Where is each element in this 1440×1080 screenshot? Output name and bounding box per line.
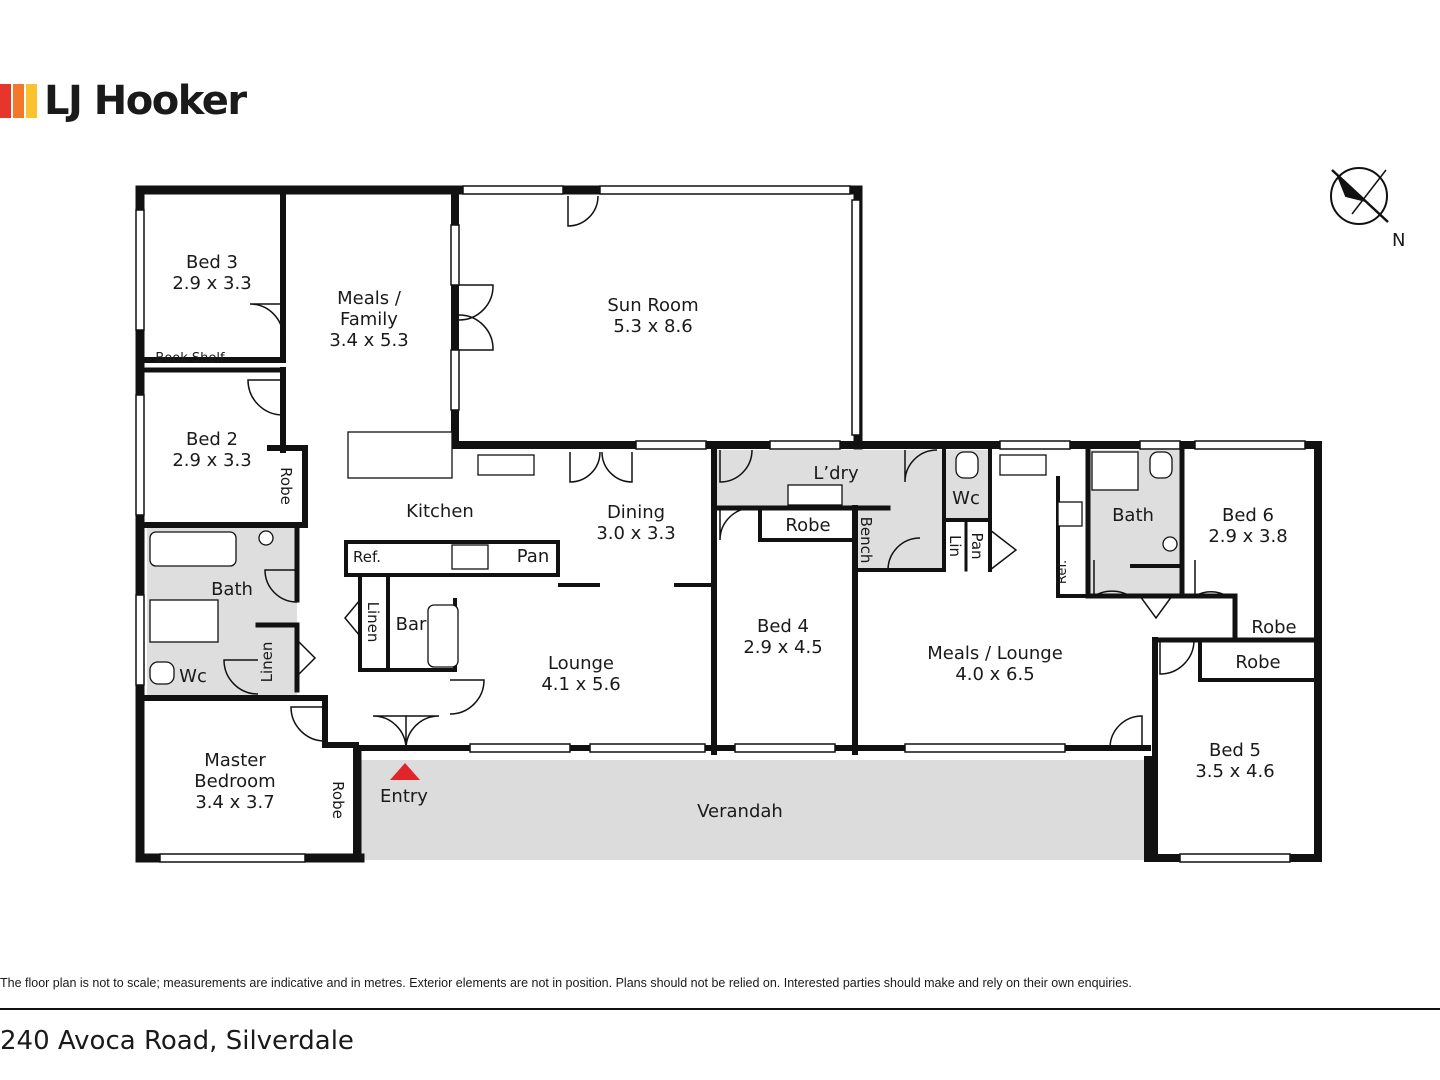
bench-label: Bench bbox=[857, 517, 875, 564]
sink-kitchen bbox=[477, 454, 535, 476]
master-name2: Bedroom bbox=[194, 771, 275, 792]
toilet-right2 bbox=[1149, 451, 1173, 479]
robe-bed5-label: Robe bbox=[1235, 652, 1280, 673]
fixtures bbox=[149, 431, 1178, 685]
pan-right-label: Pan bbox=[968, 532, 986, 559]
doors bbox=[223, 195, 1228, 749]
bed5-size: 3.5 x 4.6 bbox=[1195, 761, 1274, 782]
kitchen-counter-island bbox=[347, 431, 453, 479]
entry-marker bbox=[390, 763, 420, 780]
wc-right-label: Wc bbox=[952, 488, 980, 509]
bed3-size: 2.9 x 3.3 bbox=[172, 273, 251, 294]
meals-family-name2: Family bbox=[340, 309, 398, 330]
wc-left-label: Wc bbox=[179, 666, 207, 687]
cooktop-right bbox=[1057, 501, 1083, 527]
compass bbox=[1330, 167, 1389, 225]
basin-right bbox=[1091, 451, 1139, 491]
basin-right2 bbox=[1162, 536, 1178, 552]
robe-bed2-label: Robe bbox=[277, 467, 295, 505]
ref-right-label: Ref. bbox=[1055, 560, 1070, 584]
lounge-name: Lounge bbox=[548, 653, 614, 674]
logo-stripe-red bbox=[0, 84, 11, 118]
tub-laundry bbox=[787, 484, 843, 506]
master-name1: Master bbox=[204, 750, 266, 771]
logo-stripe-yellow bbox=[26, 84, 37, 118]
brand-name: LJ Hooker bbox=[44, 78, 247, 124]
logo-stripe-orange bbox=[13, 84, 24, 118]
bed3-name: Bed 3 bbox=[186, 252, 238, 273]
entry-label: Entry bbox=[380, 786, 428, 807]
sun-room-name: Sun Room bbox=[607, 295, 698, 316]
verandah-area bbox=[360, 760, 1148, 860]
bed4-size: 2.9 x 4.5 bbox=[743, 637, 822, 658]
dining-size: 3.0 x 3.3 bbox=[596, 523, 675, 544]
cooktop-kitchen bbox=[451, 544, 489, 570]
meals-lounge-size: 4.0 x 6.5 bbox=[955, 664, 1034, 685]
bed5-name: Bed 5 bbox=[1209, 740, 1261, 761]
lin-label: Lin bbox=[946, 535, 964, 557]
kitchen-name: Kitchen bbox=[406, 501, 474, 522]
bed6-size: 2.9 x 3.8 bbox=[1208, 526, 1287, 547]
basin-left bbox=[258, 530, 274, 546]
sun-room-size: 5.3 x 8.6 bbox=[613, 316, 692, 337]
compass-north-label: N bbox=[1392, 230, 1405, 251]
divider bbox=[0, 1008, 1440, 1010]
bar-label: Bar bbox=[396, 614, 427, 635]
meals-family-size: 3.4 x 5.3 bbox=[329, 330, 408, 351]
toilet-left bbox=[149, 661, 175, 685]
verandah-name: Verandah bbox=[697, 801, 783, 822]
linen-left-label: Linen bbox=[258, 642, 276, 683]
meals-family-name1: Meals / bbox=[337, 288, 402, 309]
logo-stripes bbox=[0, 84, 37, 118]
toilet-right bbox=[955, 451, 979, 479]
linen-kitchen-label: Linen bbox=[364, 602, 382, 643]
sink-right bbox=[999, 454, 1047, 476]
bath-left-name: Bath bbox=[211, 579, 253, 600]
bar-seat bbox=[427, 604, 459, 668]
shower-left bbox=[149, 599, 219, 643]
disclaimer-text: The floor plan is not to scale; measurem… bbox=[0, 976, 1132, 990]
pan-kitchen-label: Pan bbox=[517, 546, 549, 567]
bath-right-name: Bath bbox=[1112, 505, 1154, 526]
windows bbox=[135, 185, 1306, 863]
lounge-size: 4.1 x 5.6 bbox=[541, 674, 620, 695]
laundry-passage-area bbox=[856, 508, 946, 570]
book-shelf-label: Book Shelf bbox=[155, 351, 225, 366]
property-address: 240 Avoca Road, Silverdale bbox=[0, 1026, 354, 1056]
robe-bed6-label: Robe bbox=[1251, 617, 1296, 638]
bathtub-left bbox=[149, 531, 237, 567]
bed2-size: 2.9 x 3.3 bbox=[172, 450, 251, 471]
robe-master-label: Robe bbox=[329, 781, 347, 819]
laundry-name: L’dry bbox=[813, 463, 859, 484]
bed4-name: Bed 4 bbox=[757, 616, 809, 637]
ref-kitchen-label: Ref. bbox=[353, 548, 381, 566]
robe-bed4-label: Robe bbox=[785, 515, 830, 536]
bed6-name: Bed 6 bbox=[1222, 505, 1274, 526]
dining-name: Dining bbox=[607, 502, 665, 523]
meals-lounge-name: Meals / Lounge bbox=[927, 643, 1063, 664]
master-size: 3.4 x 3.7 bbox=[195, 792, 274, 813]
bed2-name: Bed 2 bbox=[186, 429, 238, 450]
